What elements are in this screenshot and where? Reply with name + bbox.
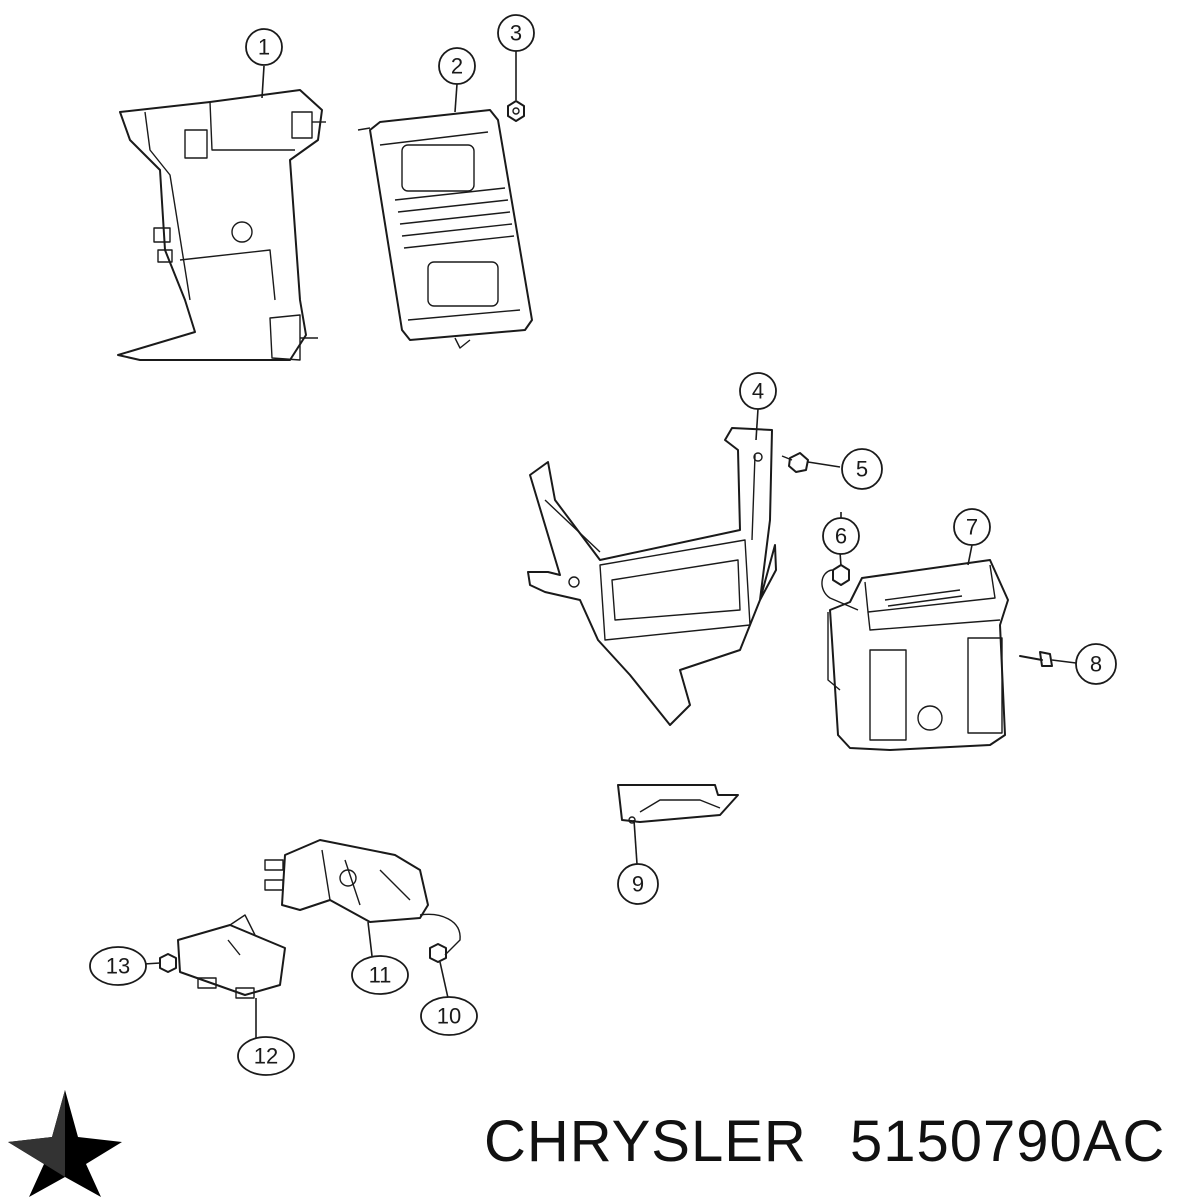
callout-6: 6 xyxy=(822,517,860,555)
chrysler-pentastar-icon xyxy=(8,1090,122,1197)
callout-1: 1 xyxy=(245,28,283,66)
callout-12: 12 xyxy=(237,1036,295,1076)
callout-label: 8 xyxy=(1090,652,1102,677)
part-11-relay-bracket xyxy=(264,839,461,956)
callout-9: 9 xyxy=(617,863,659,905)
callout-11: 11 xyxy=(351,955,409,995)
brand-name: CHRYSLER xyxy=(484,1109,807,1174)
part-12-relay-module xyxy=(177,914,286,999)
part-3-nut xyxy=(507,100,525,122)
callout-label: 13 xyxy=(106,954,130,979)
callout-label: 3 xyxy=(510,21,522,46)
callout-4: 4 xyxy=(739,372,777,410)
callout-label: 1 xyxy=(258,35,270,60)
part-9-small-bracket xyxy=(617,784,739,824)
callout-8: 8 xyxy=(1075,643,1117,685)
callout-7: 7 xyxy=(953,508,991,546)
callout-2: 2 xyxy=(438,47,476,85)
part-6-nut xyxy=(821,564,859,611)
callout-label: 10 xyxy=(437,1004,461,1029)
callout-label: 5 xyxy=(856,457,868,482)
callout-13: 13 xyxy=(89,946,147,986)
callout-label: 4 xyxy=(752,379,764,404)
part-1-bracket xyxy=(117,89,326,361)
callout-label: 6 xyxy=(835,524,847,549)
callout-3: 3 xyxy=(497,14,535,52)
callout-5: 5 xyxy=(841,448,883,490)
part-8-bolt xyxy=(1019,651,1053,667)
part-number: 5150790AC xyxy=(850,1109,1166,1174)
callout-label: 7 xyxy=(966,515,978,540)
part-13-nut xyxy=(159,953,177,973)
part-7-engine-control-module xyxy=(827,559,1009,751)
callout-label: 12 xyxy=(254,1044,278,1069)
part-2-control-module xyxy=(357,109,533,349)
callout-label: 9 xyxy=(632,872,644,897)
callout-label: 11 xyxy=(369,963,392,988)
part-5-bolt xyxy=(781,452,809,473)
callout-10: 10 xyxy=(420,996,478,1036)
part-10-bolt xyxy=(429,943,447,963)
part-4-support-bracket xyxy=(527,427,777,726)
callout-label: 2 xyxy=(451,54,463,79)
